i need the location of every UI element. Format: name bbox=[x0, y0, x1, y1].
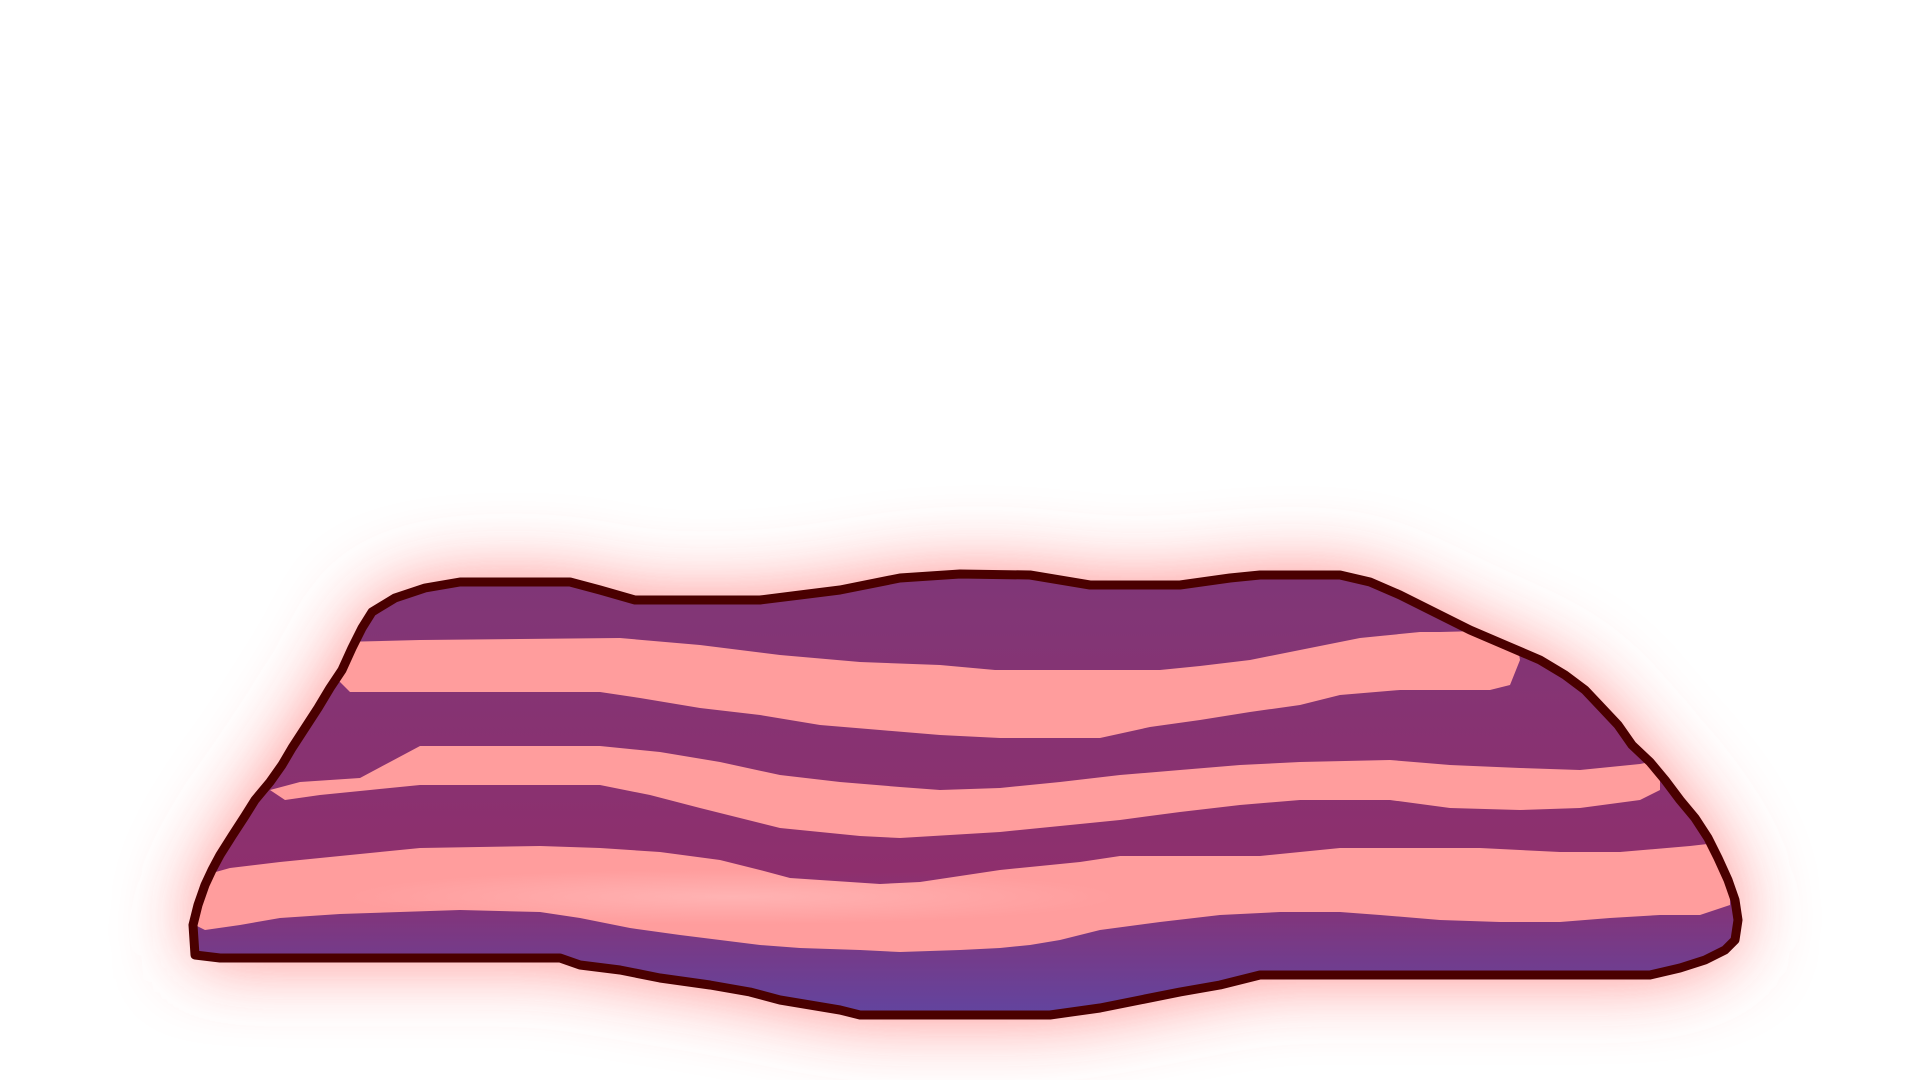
fat-stripe-middle bbox=[270, 746, 1660, 838]
bacon-body bbox=[193, 574, 1738, 1015]
fat-stripe-top bbox=[330, 630, 1520, 738]
bacon-outline bbox=[188, 569, 1743, 1020]
fat-stripe-bottom bbox=[195, 842, 1730, 952]
